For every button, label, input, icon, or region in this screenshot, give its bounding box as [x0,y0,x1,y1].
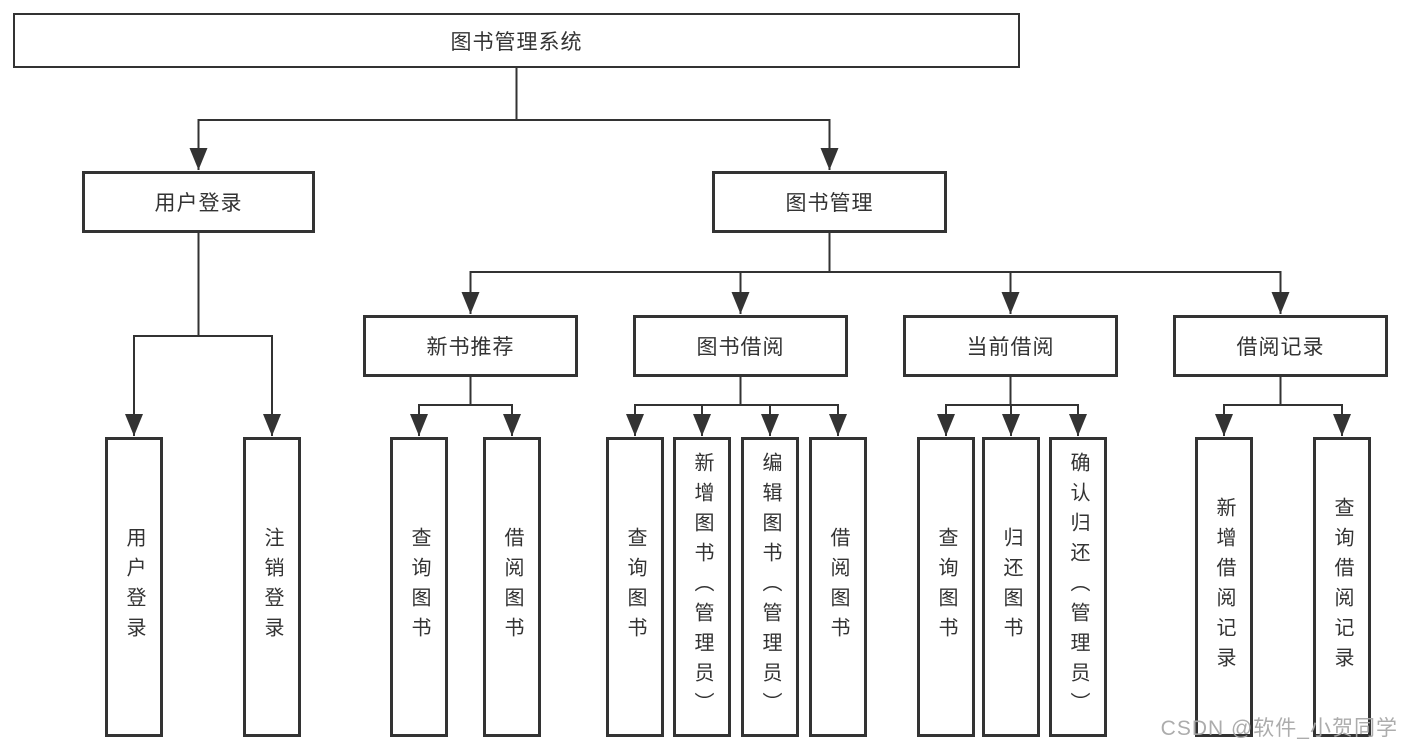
leaf-add-book-admin: 新增图书（管理员） [673,437,731,737]
leaf-edit-book-admin: 编辑图书（管理员） [741,437,799,737]
leaf-query-book-2: 查询图书 [606,437,664,737]
leaf-query-borrow-record: 查询借阅记录 [1313,437,1371,737]
connector-book-mgmt-to-level3 [461,233,1290,314]
node-borrow-record: 借阅记录 [1173,315,1388,377]
leaf-return-book: 归还图书 [982,437,1040,737]
csdn-watermark: CSDN @软件_小贺同学 [1160,717,1398,740]
connector-current-borrow-to-leaves [937,377,1087,436]
leaf-borrow-book-1: 借阅图书 [483,437,541,737]
node-library-management-system: 图书管理系统 [13,13,1020,68]
leaf-query-book-1: 查询图书 [390,437,448,737]
node-book-borrow: 图书借阅 [633,315,848,377]
leaf-logout: 注销登录 [243,437,301,737]
connector-new-book-to-leaves [410,377,521,436]
connector-user-login-to-leaves [125,233,281,436]
leaf-query-book-3: 查询图书 [917,437,975,737]
leaf-confirm-return-admin: 确认归还（管理员） [1049,437,1107,737]
node-current-borrow: 当前借阅 [903,315,1118,377]
node-book-management: 图书管理 [712,171,947,233]
connector-borrow-record-to-leaves [1215,377,1351,436]
node-user-login: 用户登录 [82,171,315,233]
node-new-book-recommend: 新书推荐 [363,315,578,377]
connector-root-to-level2 [189,68,839,170]
leaf-add-borrow-record: 新增借阅记录 [1195,437,1253,737]
leaf-borrow-book-2: 借阅图书 [809,437,867,737]
connector-book-borrow-to-leaves [626,377,847,436]
leaf-user-login: 用户登录 [105,437,163,737]
